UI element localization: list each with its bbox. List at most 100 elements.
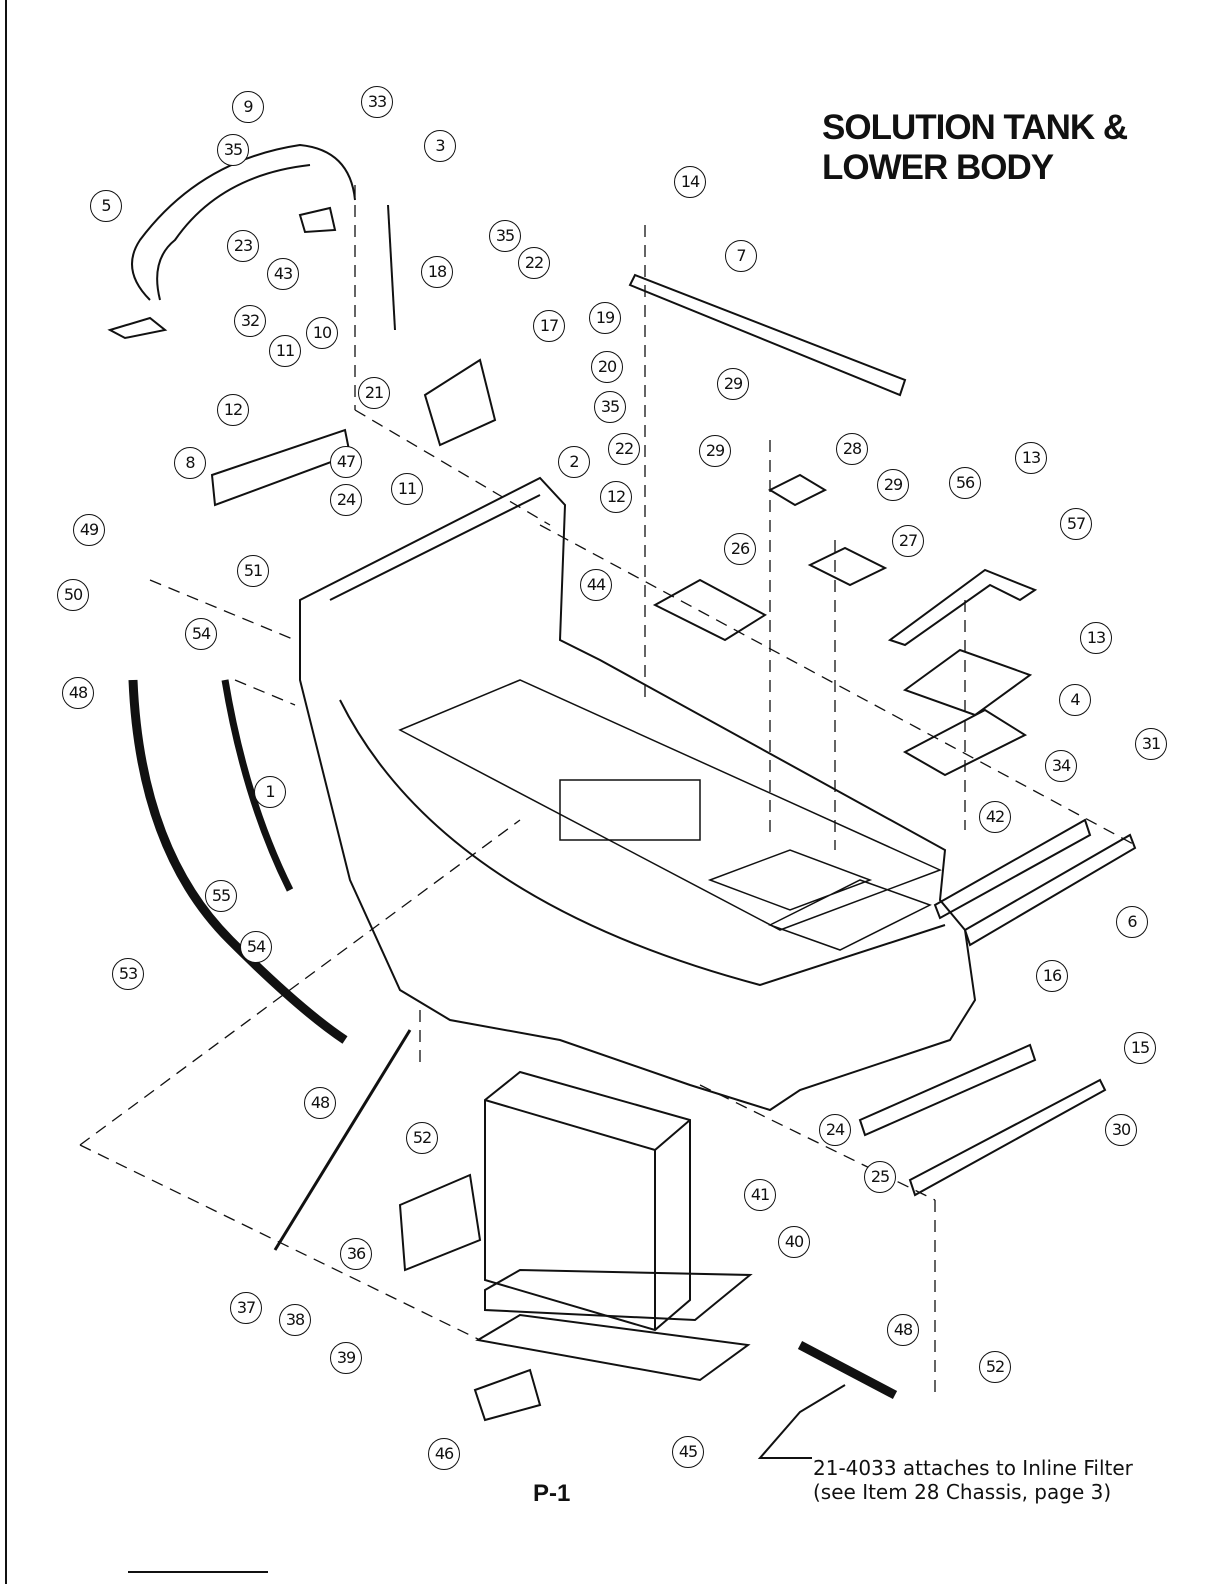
callout-item-48: 48 bbox=[62, 677, 94, 709]
callout-item-12: 12 bbox=[217, 394, 249, 426]
callout-item-24: 24 bbox=[819, 1114, 851, 1146]
callout-item-32: 32 bbox=[234, 305, 266, 337]
callout-item-41: 41 bbox=[744, 1179, 776, 1211]
callout-item-45: 45 bbox=[672, 1436, 704, 1468]
callout-item-43: 43 bbox=[267, 258, 299, 290]
tank-opening bbox=[400, 680, 940, 930]
callout-item-23: 23 bbox=[227, 230, 259, 262]
title-line-1: SOLUTION TANK & bbox=[822, 108, 1127, 148]
callout-item-52: 52 bbox=[406, 1122, 438, 1154]
page-number: P-1 bbox=[533, 1480, 570, 1508]
tank-ports bbox=[710, 850, 930, 950]
callout-item-54: 54 bbox=[185, 618, 217, 650]
callout-item-48: 48 bbox=[304, 1087, 336, 1119]
callout-item-5: 5 bbox=[90, 190, 122, 222]
callout-item-30: 30 bbox=[1105, 1114, 1137, 1146]
battery-41 bbox=[485, 1072, 690, 1330]
callout-item-35: 35 bbox=[489, 220, 521, 252]
callout-item-25: 25 bbox=[864, 1161, 896, 1193]
callout-item-22: 22 bbox=[608, 433, 640, 465]
callout-item-11: 11 bbox=[391, 473, 423, 505]
callout-item-35: 35 bbox=[594, 391, 626, 423]
callout-item-13: 13 bbox=[1015, 442, 1047, 474]
callout-item-13: 13 bbox=[1080, 622, 1112, 654]
callout-item-15: 15 bbox=[1124, 1032, 1156, 1064]
callout-item-51: 51 bbox=[237, 555, 269, 587]
callout-item-57: 57 bbox=[1060, 508, 1092, 540]
internal-battery-well bbox=[560, 780, 700, 840]
callout-item-9: 9 bbox=[232, 91, 264, 123]
callout-item-56: 56 bbox=[949, 467, 981, 499]
callout-item-40: 40 bbox=[778, 1226, 810, 1258]
callout-item-29: 29 bbox=[717, 368, 749, 400]
mat-45 bbox=[478, 1315, 748, 1380]
callout-item-29: 29 bbox=[877, 469, 909, 501]
callout-item-28: 28 bbox=[836, 433, 868, 465]
callout-item-26: 26 bbox=[724, 533, 756, 565]
callout-item-38: 38 bbox=[279, 1304, 311, 1336]
callout-item-16: 16 bbox=[1036, 960, 1068, 992]
callout-item-39: 39 bbox=[330, 1342, 362, 1374]
rails-42-6 bbox=[935, 820, 1135, 945]
callout-item-34: 34 bbox=[1045, 750, 1077, 782]
tank-edge bbox=[330, 495, 945, 985]
callout-item-3: 3 bbox=[424, 130, 456, 162]
handle-brackets bbox=[110, 208, 335, 338]
callout-item-47: 47 bbox=[330, 446, 362, 478]
callout-item-11: 11 bbox=[269, 335, 301, 367]
callout-item-29: 29 bbox=[699, 435, 731, 467]
callout-item-22: 22 bbox=[518, 247, 550, 279]
callout-item-53: 53 bbox=[112, 958, 144, 990]
callout-item-50: 50 bbox=[57, 579, 89, 611]
callout-item-31: 31 bbox=[1135, 728, 1167, 760]
note-line-2: (see Item 28 Chassis, page 3) bbox=[813, 1480, 1133, 1504]
page-title: SOLUTION TANK & LOWER BODY bbox=[822, 108, 1127, 188]
rails-16-15 bbox=[860, 1045, 1105, 1195]
tray-40 bbox=[485, 1270, 750, 1320]
plate-8 bbox=[212, 430, 350, 505]
callout-item-10: 10 bbox=[306, 317, 338, 349]
rod-3 bbox=[388, 205, 395, 330]
filter-note: 21-4033 attaches to Inline Filter (see I… bbox=[813, 1456, 1133, 1504]
bracket-2 bbox=[425, 360, 495, 445]
note-line-1: 21-4033 attaches to Inline Filter bbox=[813, 1456, 1133, 1480]
callout-item-54: 54 bbox=[240, 931, 272, 963]
covers-26-27-28 bbox=[655, 475, 885, 640]
callout-item-55: 55 bbox=[205, 880, 237, 912]
callout-item-8: 8 bbox=[174, 447, 206, 479]
callout-item-44: 44 bbox=[580, 569, 612, 601]
callout-item-37: 37 bbox=[230, 1292, 262, 1324]
callout-item-17: 17 bbox=[533, 310, 565, 342]
callout-item-6: 6 bbox=[1116, 906, 1148, 938]
callout-item-36: 36 bbox=[340, 1238, 372, 1270]
callout-item-48: 48 bbox=[887, 1314, 919, 1346]
callout-item-35: 35 bbox=[217, 134, 249, 166]
callout-item-19: 19 bbox=[589, 302, 621, 334]
title-line-2: LOWER BODY bbox=[822, 148, 1127, 188]
callout-item-21: 21 bbox=[358, 377, 390, 409]
blocks-46 bbox=[400, 1175, 540, 1420]
callout-item-7: 7 bbox=[725, 240, 757, 272]
note-leader bbox=[760, 1385, 845, 1458]
hose-filter bbox=[800, 1345, 895, 1395]
callout-item-33: 33 bbox=[361, 86, 393, 118]
callout-item-24: 24 bbox=[330, 484, 362, 516]
strap-7 bbox=[630, 275, 905, 395]
callout-item-18: 18 bbox=[421, 256, 453, 288]
callout-item-12: 12 bbox=[600, 481, 632, 513]
callout-item-46: 46 bbox=[428, 1438, 460, 1470]
callout-item-49: 49 bbox=[73, 514, 105, 546]
callout-item-4: 4 bbox=[1059, 684, 1091, 716]
callout-item-20: 20 bbox=[591, 351, 623, 383]
callout-item-27: 27 bbox=[892, 525, 924, 557]
callout-item-42: 42 bbox=[979, 801, 1011, 833]
gasket-4 bbox=[905, 650, 1030, 715]
callout-item-52: 52 bbox=[979, 1351, 1011, 1383]
frame-56 bbox=[890, 570, 1035, 645]
callout-item-1: 1 bbox=[254, 776, 286, 808]
callout-item-14: 14 bbox=[674, 166, 706, 198]
handle-bar bbox=[132, 145, 355, 300]
rod-36 bbox=[275, 1030, 410, 1250]
